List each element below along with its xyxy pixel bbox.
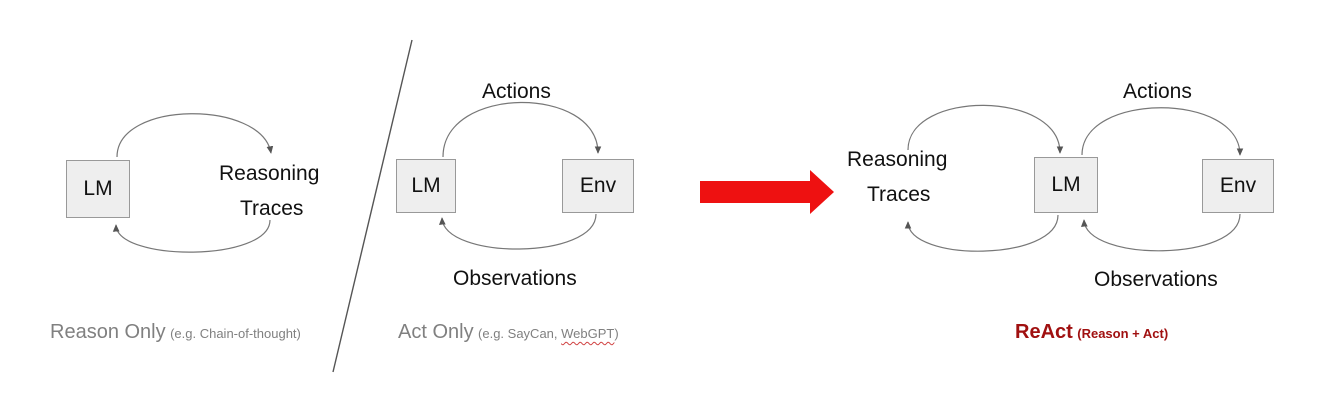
reason-lm-box: LM	[66, 160, 130, 218]
react-observations-arc	[1080, 213, 1241, 252]
react-lm-box: LM	[1034, 157, 1098, 213]
act-observations-label: Observations	[453, 267, 577, 290]
act-only-caption-sub: (e.g. SayCan, WebGPT)	[478, 326, 619, 341]
divider-line	[332, 39, 413, 373]
act-only-caption-main: Act Only	[398, 321, 474, 343]
act-lm-label: LM	[411, 174, 441, 197]
react-env-box: Env	[1202, 159, 1274, 213]
act-only-caption-sub-prefix: (e.g. SayCan,	[478, 326, 562, 341]
act-observations-arc	[438, 213, 597, 250]
react-env-label: Env	[1219, 174, 1257, 197]
react-reasoning-label: Reasoning	[847, 148, 948, 171]
react-traces-label: Traces	[867, 183, 931, 206]
act-only-caption-sub-suffix: )	[614, 326, 619, 341]
react-actions-label: Actions	[1123, 80, 1192, 103]
act-env-label: Env	[579, 174, 617, 197]
react-reasoning-arc-top	[907, 104, 1064, 154]
act-actions-arc	[442, 101, 602, 158]
reason-traces-label: Traces	[240, 197, 304, 220]
reason-reasoning-label: Reasoning	[219, 162, 320, 185]
act-actions-label: Actions	[482, 80, 551, 103]
reason-only-caption: Reason Only (e.g. Chain-of-thought)	[50, 320, 301, 346]
reason-bottom-arc	[112, 219, 271, 253]
react-caption: ReAct (Reason + Act)	[1015, 320, 1168, 346]
act-only-caption-sub-webgpt: WebGPT	[561, 326, 615, 341]
react-lm-label: LM	[1051, 173, 1081, 196]
reason-top-arc	[116, 113, 274, 158]
react-reasoning-arc-bottom	[904, 214, 1059, 252]
reason-only-caption-main: Reason Only	[50, 321, 166, 343]
react-actions-arc	[1081, 107, 1244, 156]
act-lm-box: LM	[396, 159, 456, 213]
react-caption-sub: (Reason + Act)	[1077, 326, 1169, 341]
react-observations-label: Observations	[1094, 268, 1218, 291]
act-env-box: Env	[562, 159, 634, 213]
act-only-caption: Act Only (e.g. SayCan, WebGPT)	[398, 320, 619, 346]
transition-arrow	[700, 170, 834, 214]
react-caption-main: ReAct	[1015, 321, 1073, 343]
reason-lm-label: LM	[83, 177, 113, 200]
reason-only-caption-sub: (e.g. Chain-of-thought)	[170, 326, 301, 341]
